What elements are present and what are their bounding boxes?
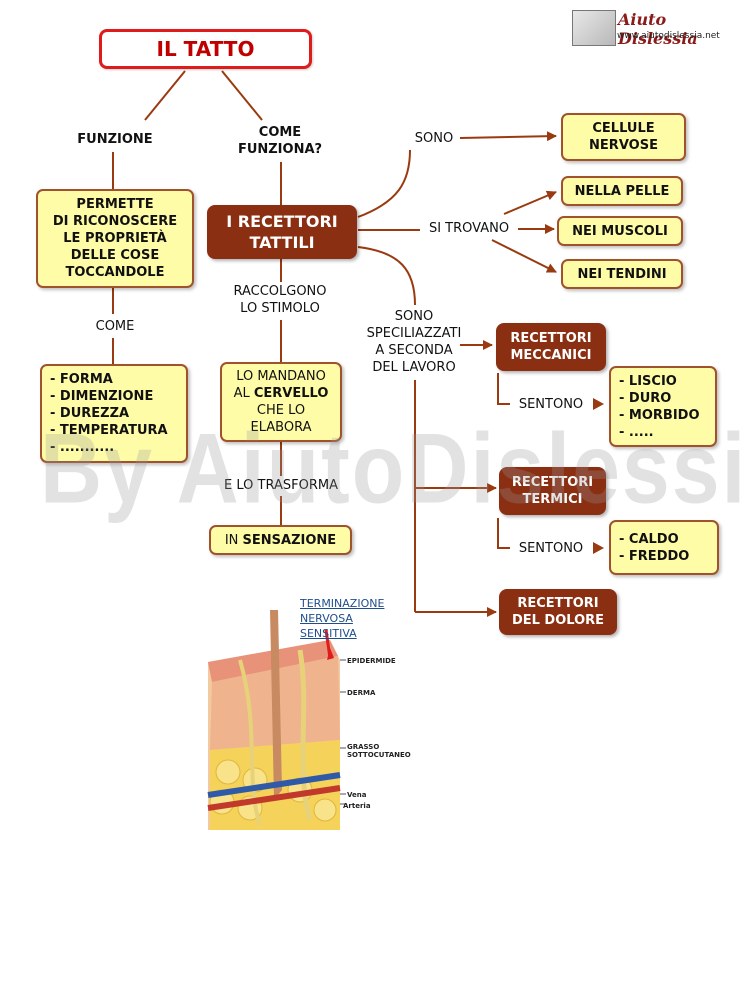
line-title-funzione (144, 70, 186, 121)
box-mandano: LO MANDANO AL CERVELLO CHE LO ELABORA (220, 362, 342, 442)
label-vena: Vena (347, 791, 367, 799)
map-title: IL TATTO (99, 29, 312, 69)
label-funzione: FUNZIONE (77, 132, 153, 147)
label-trasforma: E LO TRASFORMA (224, 478, 338, 493)
box-nei-tendini: NEI TENDINI (561, 259, 683, 289)
box-proprieta-list: - FORMA- DIMENZIONE - DUREZZA- TEMPERATU… (40, 364, 188, 463)
box-nella-pelle: NELLA PELLE (561, 176, 683, 206)
box-meccanici-list: - LISCIO- DURO - MORBIDO- ..... (609, 366, 717, 447)
arrow-sentono-2 (593, 542, 604, 554)
line-title-come-funziona (221, 70, 263, 121)
box-termici-list: - CALDO- FREDDO (609, 520, 719, 575)
label-sono: SONO (414, 131, 454, 146)
arrow-sentono-1 (593, 398, 604, 410)
label-come: COME (95, 319, 135, 334)
logo-title: Aiuto Dislessia (618, 10, 698, 48)
label-si-trovano: SI TROVANO (428, 221, 510, 236)
logo-book-icon (572, 10, 616, 46)
skin-cross-section-illustration (207, 610, 346, 830)
label-sentono-termici: SENTONO (518, 541, 584, 556)
box-nei-muscoli: NEI MUSCOLI (557, 216, 683, 246)
label-arteria: Arteria (343, 802, 371, 810)
label-derma: DERMA (347, 689, 376, 697)
logo-url: www.aiutodislessia.net (617, 31, 720, 41)
label-sentono-meccanici: SENTONO (518, 397, 584, 412)
label-epidermide: EPIDERMIDE (347, 657, 396, 665)
box-sensazione: IN SENSAZIONE (209, 525, 352, 555)
